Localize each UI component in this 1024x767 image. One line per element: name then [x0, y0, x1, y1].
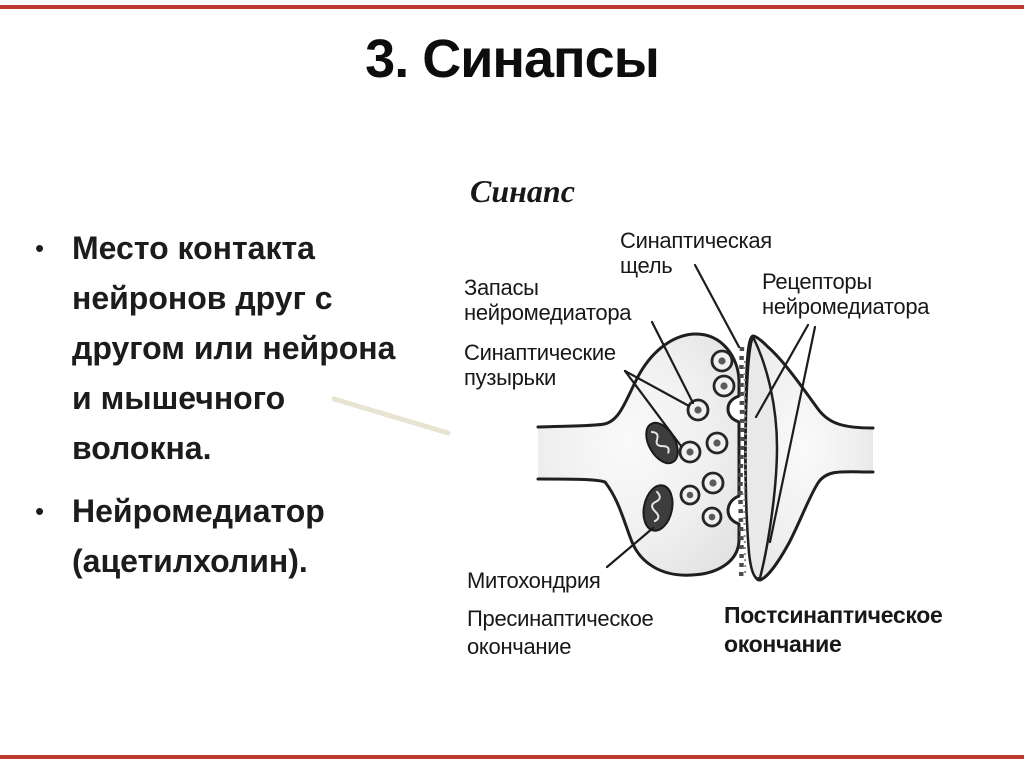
decorative-connector-line: [331, 396, 451, 436]
synapse-diagram-svg: [536, 263, 875, 582]
bullet-marker: •: [35, 233, 45, 263]
synaptic-vesicles: [678, 349, 736, 528]
label-receptors: Рецепторы нейромедиатора: [762, 269, 930, 319]
bottom-accent-rule: [0, 755, 1024, 759]
mitochondrion-shape: [642, 484, 674, 532]
receptor-membrane-lens: [744, 334, 779, 580]
figure-title: Синапс: [470, 173, 575, 209]
vesicle-cores: [686, 357, 728, 521]
page-title: 3. Синапсы: [365, 29, 660, 89]
bullet-item: • Нейромедиатор (ацетилхолин).: [35, 486, 447, 586]
bullet-text: Нейромедиатор (ацетилхолин).: [72, 493, 325, 579]
top-accent-rule: [0, 5, 1024, 9]
label-synaptic-vesicles: Синаптические пузырьки: [464, 340, 616, 390]
label-presynaptic-terminal: Пресинаптическое окончание: [467, 606, 654, 659]
label-synaptic-cleft: Синаптическая щель: [620, 228, 772, 278]
synapse-figure: Синапс Синаптическая щель Запасы нейроме…: [450, 165, 1010, 675]
bullet-text: Место контакта нейронов друг с другом ил…: [72, 230, 396, 466]
bullet-list: • Место контакта нейронов друг с другом …: [35, 223, 447, 586]
pointer-lines: [605, 263, 817, 569]
label-transmitter-stores: Запасы нейромедиатора: [464, 275, 632, 325]
bullet-marker: •: [35, 496, 45, 526]
label-postsynaptic-terminal: Постсинаптическое окончание: [724, 602, 943, 657]
bullet-item: • Место контакта нейронов друг с другом …: [35, 223, 447, 473]
synaptic-cleft-band: [738, 346, 747, 580]
label-mitochondrion: Митохондрия: [467, 568, 601, 593]
